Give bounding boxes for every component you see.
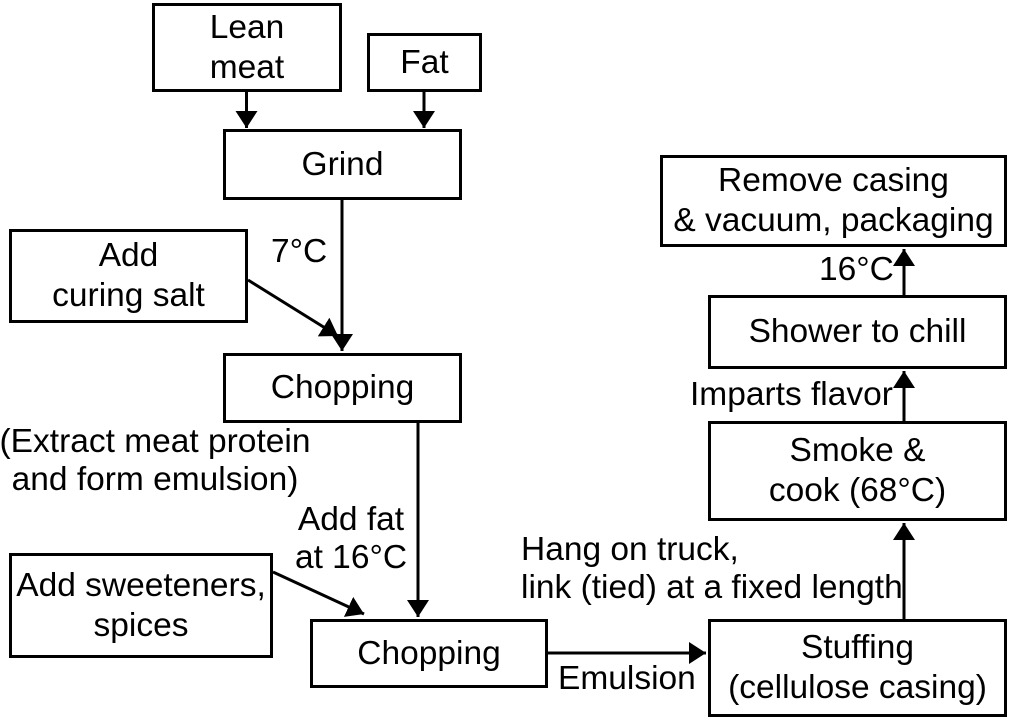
- node-add-sweeteners-spices: Add sweeteners, spices: [9, 553, 273, 658]
- label-temp-16c: 16°C: [819, 251, 894, 288]
- node-remove-casing-vacuum-packaging: Remove casing & vacuum, packaging: [660, 155, 1007, 247]
- node-fat: Fat: [367, 33, 482, 92]
- label-add-fat-at-16c: Add fat at 16°C: [294, 501, 408, 576]
- node-chopping-2: Chopping: [310, 619, 548, 688]
- node-smoke-and-cook: Smoke & cook (68°C): [708, 421, 1007, 521]
- node-add-curing-salt: Add curing salt: [9, 229, 248, 323]
- label-hang-on-truck-note: Hang on truck, link (tied) at a fixed le…: [521, 531, 903, 606]
- node-grind: Grind: [223, 129, 462, 200]
- label-imparts-flavor: Imparts flavor: [690, 376, 893, 413]
- node-lean-meat: Lean meat: [152, 3, 342, 92]
- arrow-add-curing-salt-to-chopping-1: [247, 278, 339, 338]
- node-chopping-1: Chopping: [223, 353, 462, 423]
- node-shower-to-chill: Shower to chill: [708, 295, 1007, 369]
- label-extract-meat-protein-note: (Extract meat protein and form emulsion): [0, 423, 311, 498]
- label-emulsion: Emulsion: [558, 660, 696, 697]
- node-stuffing: Stuffing (cellulose casing): [708, 619, 1007, 717]
- arrow-add-sweeteners-to-chopping-2: [272, 570, 365, 617]
- label-temp-7c: 7°C: [271, 233, 328, 270]
